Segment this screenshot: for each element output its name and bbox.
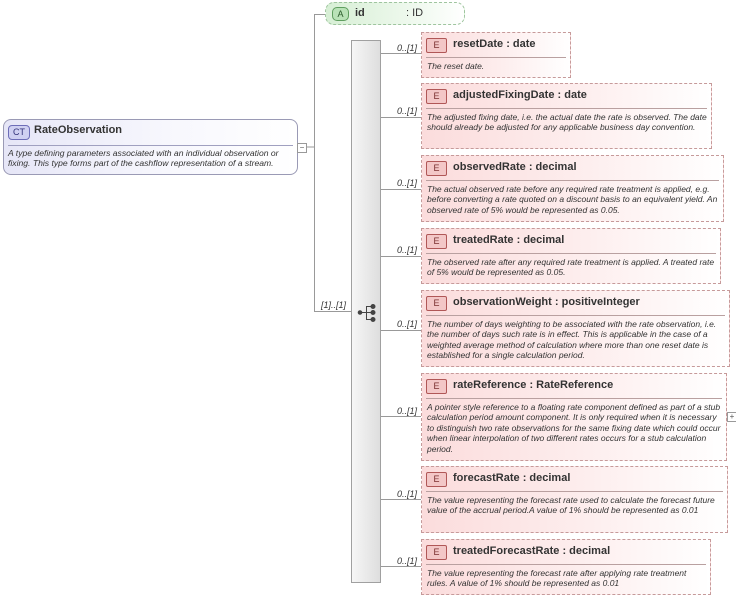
element-cardinality: 0..[1]: [397, 489, 418, 499]
collapse-toggle[interactable]: −: [297, 143, 307, 153]
element-description: The actual observed rate before any requ…: [427, 184, 718, 215]
element-badge: E: [426, 89, 447, 104]
element-badge: E: [426, 472, 447, 487]
element-name: treatedRate: [453, 234, 514, 246]
complex-type-box[interactable]: CT RateObservation A type defining param…: [3, 119, 298, 175]
element-box-treatedForecastRate[interactable]: E treatedForecastRate : decimal The valu…: [421, 539, 711, 595]
element-type: : date: [506, 38, 536, 50]
divider: [426, 315, 725, 316]
element-badge: E: [426, 545, 447, 560]
element-badge: E: [426, 38, 447, 53]
element-type: : decimal: [528, 161, 577, 173]
element-box-rateReference[interactable]: E rateReference : RateReference A pointe…: [421, 373, 727, 461]
element-title: rateReference : RateReference: [453, 379, 613, 391]
element-description: The adjusted fixing date, i.e. the actua…: [427, 112, 707, 133]
element-box-treatedRate[interactable]: E treatedRate : decimal The observed rat…: [421, 228, 721, 284]
element-badge: E: [426, 234, 447, 249]
element-name: observationWeight: [453, 296, 552, 308]
element-type: : positiveInteger: [554, 296, 640, 308]
element-name: rateReference: [453, 379, 527, 391]
element-type: : decimal: [516, 234, 565, 246]
element-type: : decimal: [562, 545, 611, 557]
attribute-box[interactable]: A id : ID: [325, 2, 465, 25]
divider: [426, 180, 719, 181]
element-title: adjustedFixingDate : date: [453, 89, 587, 101]
element-box-observationWeight[interactable]: E observationWeight : positiveInteger Th…: [421, 290, 730, 367]
element-name: resetDate: [453, 38, 504, 50]
element-title: resetDate : date: [453, 38, 536, 50]
element-name: observedRate: [453, 161, 526, 173]
sequence-icon: [357, 304, 376, 322]
element-description: The number of days weighting to be assoc…: [427, 319, 717, 361]
attribute-name: id: [355, 7, 365, 19]
divider: [426, 57, 566, 58]
divider: [426, 491, 723, 492]
element-cardinality: 0..[1]: [397, 319, 418, 329]
element-badge: E: [426, 161, 447, 176]
element-description: The value representing the forecast rate…: [427, 495, 715, 516]
element-type: : decimal: [522, 472, 571, 484]
element-title: observedRate : decimal: [453, 161, 577, 173]
element-cardinality: 0..[1]: [397, 178, 418, 188]
complex-type-name: RateObservation: [34, 124, 123, 136]
element-description: The observed rate after any required rat…: [427, 257, 715, 278]
element-title: forecastRate : decimal: [453, 472, 570, 484]
element-cardinality: 0..[1]: [397, 406, 418, 416]
divider: [426, 108, 707, 109]
element-box-adjustedFixingDate[interactable]: E adjustedFixingDate : date The adjusted…: [421, 83, 712, 149]
element-description: The value representing the forecast rate…: [427, 568, 687, 589]
element-cardinality: 0..[1]: [397, 106, 418, 116]
element-description: A pointer style reference to a floating …: [427, 402, 721, 454]
element-box-forecastRate[interactable]: E forecastRate : decimal The value repre…: [421, 466, 728, 533]
sequence-compositor[interactable]: [351, 40, 381, 583]
expand-toggle[interactable]: +: [727, 412, 736, 422]
element-description: The reset date.: [427, 61, 485, 71]
element-title: treatedForecastRate : decimal: [453, 545, 610, 557]
element-name: adjustedFixingDate: [453, 89, 555, 101]
element-cardinality: 0..[1]: [397, 556, 418, 566]
attribute-badge: A: [332, 7, 349, 21]
complex-type-badge: CT: [8, 125, 30, 140]
element-type: : date: [557, 89, 587, 101]
divider: [426, 564, 706, 565]
divider: [8, 145, 293, 146]
element-badge: E: [426, 379, 447, 394]
element-name: treatedForecastRate: [453, 545, 560, 557]
sequence-cardinality: [1]..[1]: [321, 300, 347, 310]
element-box-observedRate[interactable]: E observedRate : decimal The actual obse…: [421, 155, 724, 222]
element-title: treatedRate : decimal: [453, 234, 564, 246]
divider: [426, 398, 722, 399]
element-type: : RateReference: [529, 379, 614, 391]
element-box-resetDate[interactable]: E resetDate : date The reset date.: [421, 32, 571, 78]
complex-type-description: A type defining parameters associated wi…: [8, 148, 279, 168]
divider: [426, 253, 716, 254]
element-title: observationWeight : positiveInteger: [453, 296, 640, 308]
attribute-type: : ID: [406, 7, 424, 19]
element-cardinality: 0..[1]: [397, 245, 418, 255]
element-badge: E: [426, 296, 447, 311]
element-name: forecastRate: [453, 472, 520, 484]
element-cardinality: 0..[1]: [397, 43, 418, 53]
